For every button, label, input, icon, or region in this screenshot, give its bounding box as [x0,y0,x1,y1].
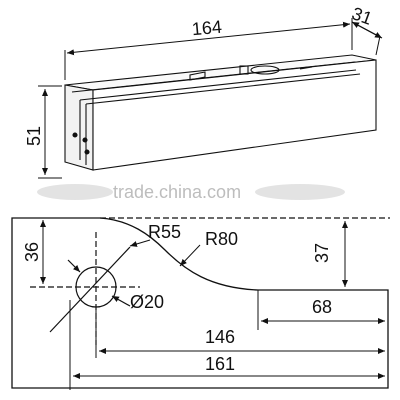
mid-length-label: 146 [205,327,235,347]
dimension-146 [95,310,385,358]
right-height-label: 37 [312,243,332,263]
hole [30,232,140,345]
depth-label: 31 [349,3,375,29]
profile-outline [11,217,390,389]
fitting-3d-view [64,54,377,171]
height-label: 51 [24,126,44,146]
dimension-161 [69,300,385,390]
total-length-label: 161 [205,354,235,374]
watermark-blur [37,184,345,200]
dimension-31 [351,21,383,56]
slot-length-label: 68 [312,297,332,317]
dimension-51 [38,85,62,179]
radius-leaders [129,239,201,267]
left-height-label: 36 [22,242,42,262]
length-label: 164 [191,17,223,40]
dimension-68 [257,290,385,330]
r55-label: R55 [148,222,181,242]
r80-label: R80 [205,229,238,249]
watermark-text: trade.china.com [113,182,241,202]
hole-diameter-label: Ø20 [130,292,164,312]
